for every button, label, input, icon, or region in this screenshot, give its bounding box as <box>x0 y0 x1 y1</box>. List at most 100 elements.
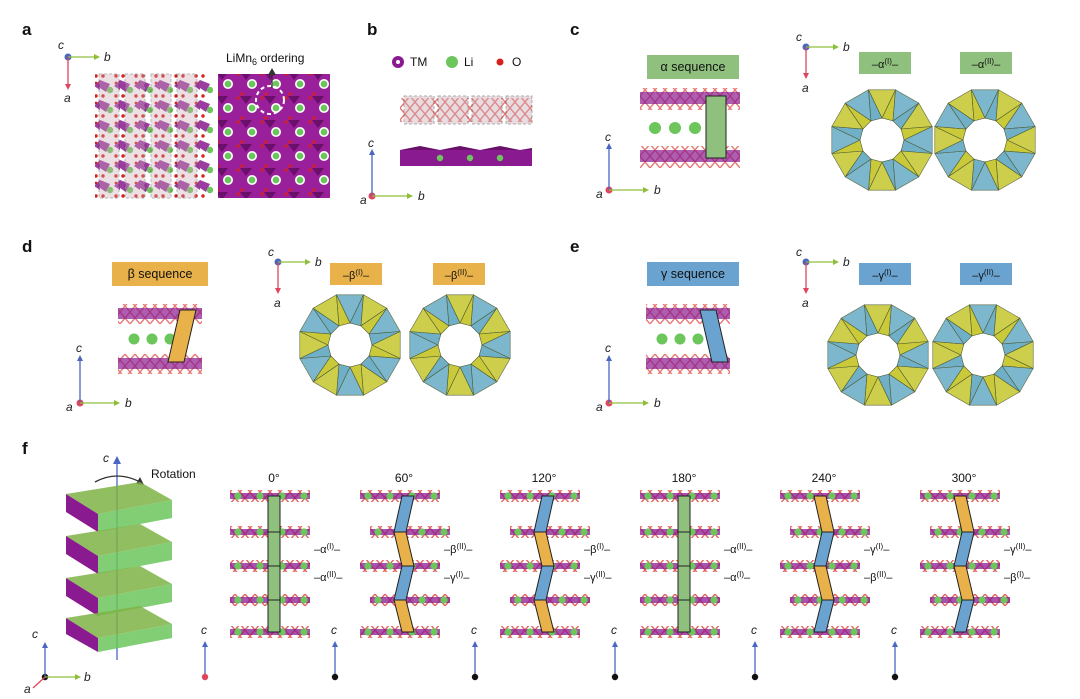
li-atom <box>234 492 242 500</box>
gamma-sequence-label-box <box>647 262 739 286</box>
panel-label-d: d <box>22 237 32 256</box>
angle-label: 120° <box>532 471 557 485</box>
li-atom <box>710 562 718 570</box>
li-atom <box>644 528 652 536</box>
li-atom <box>784 628 792 636</box>
legend-label-tm: TM <box>410 55 427 69</box>
axis-label-c: c <box>796 30 802 44</box>
axis-label-b: b <box>315 255 322 269</box>
li-atom <box>946 492 954 500</box>
gamma-sequence-label: γ sequence <box>661 267 725 281</box>
axis-label-c: c <box>751 623 757 637</box>
li-atom <box>514 528 522 536</box>
li-atom <box>860 528 868 536</box>
li-atom <box>234 596 242 604</box>
ring-cavity <box>864 122 900 158</box>
li-atom <box>838 528 846 536</box>
li-atom <box>710 492 718 500</box>
li-atom <box>828 562 836 570</box>
li-atom <box>990 562 998 570</box>
beta-II-label: –β(II)– <box>445 268 474 282</box>
li-atom <box>364 628 372 636</box>
stack-label: –β(II)– <box>444 542 473 556</box>
li-atom <box>364 492 372 500</box>
axis-label-c: c <box>58 38 64 52</box>
li-atom <box>806 628 814 636</box>
li-atom <box>300 528 308 536</box>
li-atom <box>256 562 264 570</box>
stack-label: –β(I)– <box>584 542 611 556</box>
li-atom <box>580 528 588 536</box>
li-atom <box>526 628 534 636</box>
axis-label-a: a <box>274 296 281 310</box>
li-atom <box>300 562 308 570</box>
li-atom <box>794 596 802 604</box>
angle-label: 60° <box>395 471 413 485</box>
axis-label-b: b <box>654 396 661 410</box>
li-atom <box>666 492 674 500</box>
li-atom <box>946 562 954 570</box>
li-atom <box>666 528 674 536</box>
alpha-sequence-block <box>267 565 281 601</box>
beta-I-label: –β(I)– <box>343 268 370 282</box>
axis-label-a: a <box>802 81 809 95</box>
structure-d <box>118 304 202 374</box>
li-atom <box>374 596 382 604</box>
li-atom <box>526 562 534 570</box>
axis-label-a: a <box>596 187 603 201</box>
li-atom <box>580 596 588 604</box>
li-atom <box>968 628 976 636</box>
li-atom <box>504 492 512 500</box>
polyhedron <box>868 89 896 119</box>
stack-label: –α(I)– <box>314 542 341 556</box>
ordering-label: LiMn6 ordering <box>226 51 304 67</box>
alpha-sequence-label: α sequence <box>661 60 726 74</box>
beta-sequence-label: β sequence <box>128 267 193 281</box>
li-atom <box>666 596 674 604</box>
li-atom <box>978 596 986 604</box>
legend-swatch-o <box>496 58 504 66</box>
li-atom <box>828 492 836 500</box>
li-atom <box>710 528 718 536</box>
li-atom <box>838 596 846 604</box>
axis-label-c: c <box>605 341 611 355</box>
li-atom <box>430 628 438 636</box>
axis-label-c: c <box>605 130 611 144</box>
axis-label-c: c <box>103 451 109 465</box>
li-atom <box>300 628 308 636</box>
gamma-sequence-block <box>813 599 835 633</box>
li-atom <box>828 628 836 636</box>
beta-sequence-block <box>533 599 555 633</box>
panel-label-c: c <box>570 20 579 39</box>
legend-label-li: Li <box>464 55 473 69</box>
beta-II-ring <box>409 294 511 396</box>
li-atom <box>666 628 674 636</box>
li-atom <box>666 562 674 570</box>
axes-d-top: c b a <box>268 245 322 310</box>
axis-label-a: a <box>66 400 73 414</box>
beta-sequence-block <box>393 599 415 633</box>
axes-d-side: c a b <box>66 341 132 414</box>
li-atom <box>924 628 932 636</box>
angle-label: 240° <box>812 471 837 485</box>
gamma-I-label: –γ(I)– <box>872 268 898 282</box>
li-atom <box>806 492 814 500</box>
axis-label-a: a <box>596 400 603 414</box>
axes-e-top: c b a <box>796 245 850 310</box>
alpha-I-label-box <box>859 52 911 74</box>
li-atom <box>850 492 858 500</box>
li-atom <box>924 562 932 570</box>
li-atom <box>644 562 652 570</box>
alpha-sequence-block <box>267 599 281 633</box>
axes-c-top: c b a <box>796 30 850 95</box>
beta-I-ring <box>299 294 401 396</box>
axes-e-side: c a b <box>596 341 661 414</box>
li-atom <box>386 492 394 500</box>
li-atom <box>256 492 264 500</box>
li-atom <box>850 562 858 570</box>
li-atom <box>234 562 242 570</box>
li-atom <box>526 492 534 500</box>
li-atom <box>924 492 932 500</box>
